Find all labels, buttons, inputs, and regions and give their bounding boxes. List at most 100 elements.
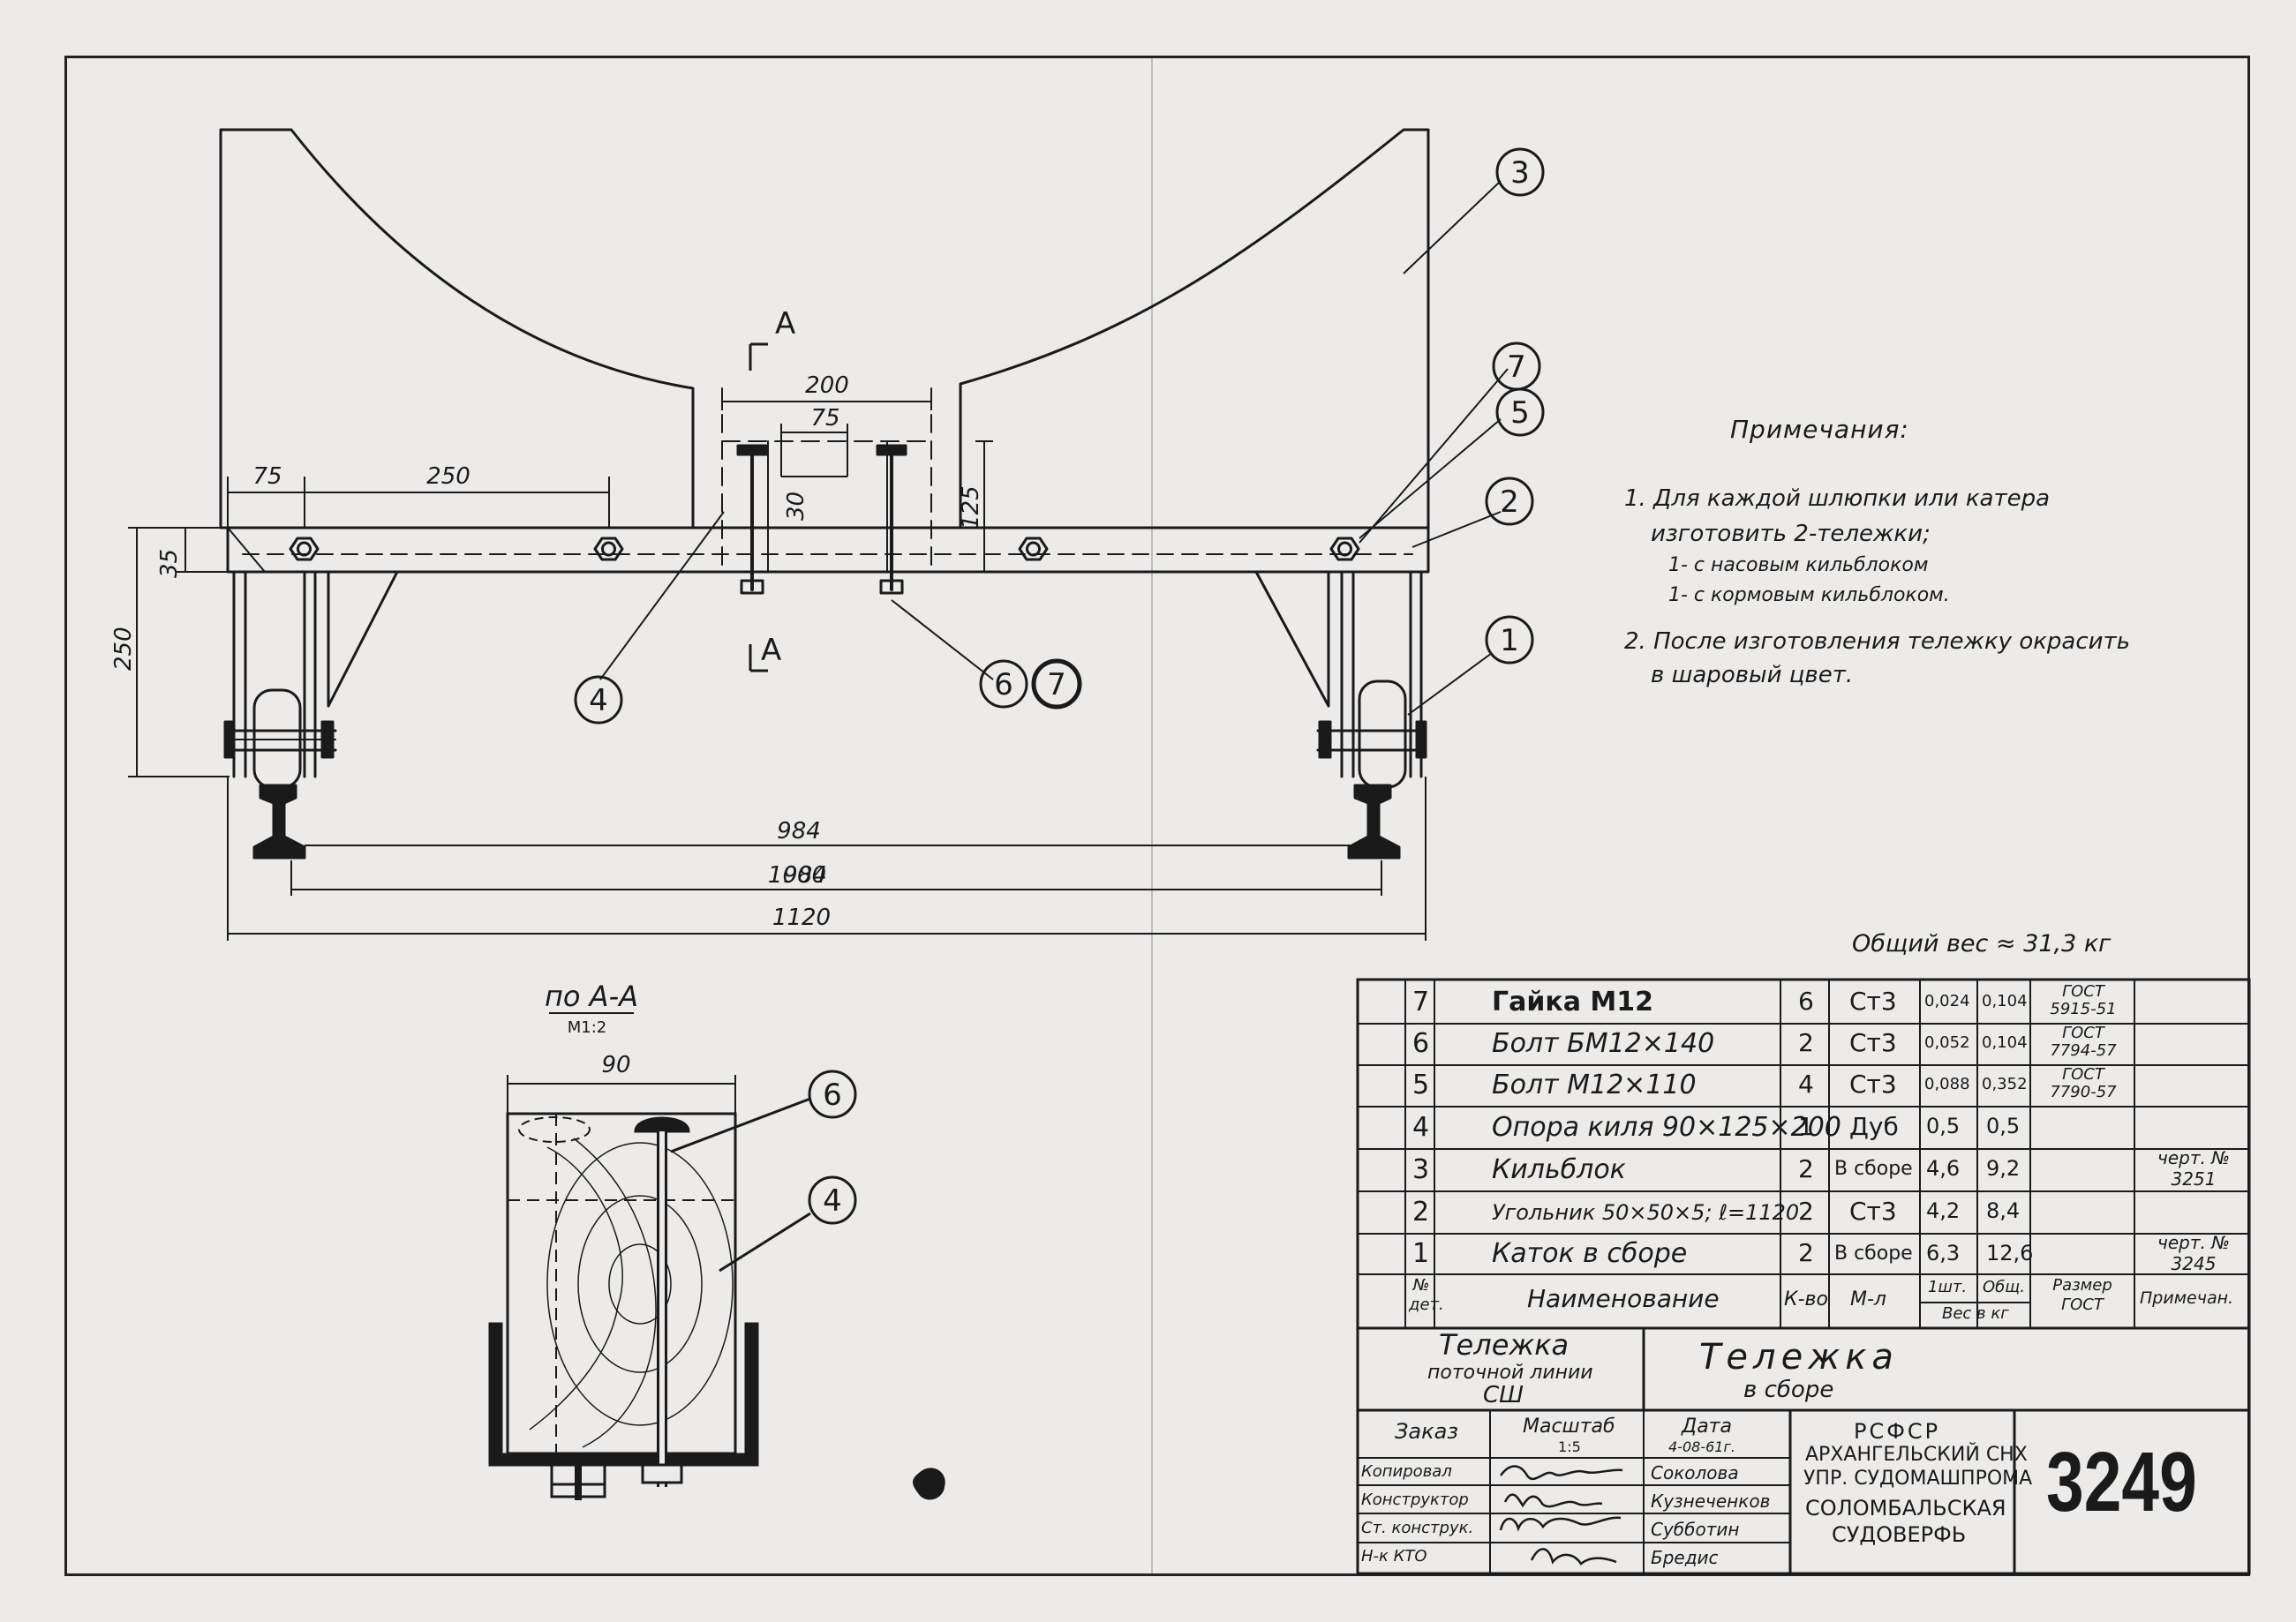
bom-row-7-qty: 2: [1798, 1238, 1814, 1267]
dim-125: 125: [958, 485, 984, 529]
note-line-5: 2. После изготовления тележку окрасить: [1624, 628, 2131, 655]
callout-4: [574, 675, 623, 725]
callout-7b: [1031, 658, 1082, 710]
bom-row-3-w2: 0,352: [1982, 1075, 2028, 1093]
main-subtitle: в сборе: [1743, 1377, 1834, 1403]
role-1: Копировал: [1361, 1462, 1452, 1481]
bom-row-4-qty: 1: [1798, 1112, 1814, 1141]
right-leg: [1340, 570, 1423, 778]
ink-blot: [913, 1468, 945, 1500]
org-line-3: УПР. СУДОМАШПРОМА: [1803, 1468, 2033, 1490]
bom-row-2-w1: 0,052: [1924, 1033, 1970, 1052]
signature-4: [1530, 1548, 1617, 1566]
callout-2: [1485, 477, 1534, 526]
bom-header-name: Наименование: [1527, 1284, 1720, 1313]
section-callout-6-label: 6: [823, 1078, 842, 1113]
left-leg: [232, 570, 317, 778]
section-callout-4: [808, 1175, 857, 1225]
bom-row-2-qty: 2: [1798, 1028, 1814, 1057]
bom-row-3-w1: 0,088: [1924, 1075, 1970, 1093]
callout-4-label: 4: [589, 683, 608, 718]
keel-block-outline-right: [959, 128, 1430, 529]
sheet-border: [64, 56, 2250, 1576]
bom-row-3-std: ГОСТ 7790-57: [2050, 1065, 2117, 1101]
callout-1: [1485, 615, 1534, 665]
notes-title: Примечания:: [1730, 415, 1909, 444]
keel-support: [721, 387, 932, 573]
bom-row-1-w2: 0,104: [1982, 992, 2028, 1010]
bom-row-5-qty: 2: [1798, 1154, 1814, 1183]
bom-row-6-note: черт. № 3245: [2157, 1232, 2230, 1274]
bom-row-6-mat: Ст3: [1849, 1197, 1897, 1226]
bom-row-5-mat: В сборе: [1834, 1158, 1913, 1180]
bom-row-4-note: черт. № 3251: [2157, 1147, 2230, 1190]
bom-row-6-qty: 2: [1798, 1197, 1814, 1226]
callout-7b-label: 7: [1047, 667, 1066, 702]
left-brace: [327, 570, 399, 708]
bom-header-weight: Вес в кг: [1942, 1304, 2009, 1323]
bom-row-4-w2: 0,5: [1986, 1114, 2021, 1138]
note-line-6: в шаровый цвет.: [1651, 662, 1854, 688]
bom-row-1-qty: 6: [1798, 987, 1814, 1016]
callout-5-label: 5: [1510, 395, 1530, 431]
section-bolt: [634, 1116, 690, 1133]
scale-value: 1:5: [1558, 1438, 1581, 1455]
bom-header-qty: К-во: [1784, 1288, 1828, 1310]
dim-35: 35: [156, 549, 183, 578]
org-line-4: СОЛОМБАЛЬСКАЯ: [1805, 1496, 2006, 1521]
bom-row-2-pos: 6: [1412, 1028, 1430, 1059]
scale-label: Масштаб: [1523, 1415, 1615, 1438]
right-brace: [1254, 570, 1330, 708]
bom-row-7-name: Каток в сборе: [1492, 1238, 1688, 1269]
callout-3-label: 3: [1510, 155, 1530, 191]
bom-row-7-w1: 6,3: [1926, 1241, 1961, 1265]
callout-7-label: 7: [1507, 349, 1526, 385]
drawing-number: 3249: [2046, 1435, 2197, 1529]
left-subtitle-2: СШ: [1483, 1382, 1524, 1408]
bom-header-pos: № дет.: [1409, 1276, 1444, 1314]
bom-row-2-std: ГОСТ 7794-57: [2050, 1024, 2117, 1060]
dim-90: 90: [601, 1052, 630, 1078]
bom-row-5-w1: 4,6: [1926, 1156, 1961, 1181]
dim-75-small: 75: [810, 405, 839, 432]
note-line-4: 1- с кормовым кильблоком.: [1668, 584, 1950, 606]
signature-1: [1499, 1465, 1623, 1481]
bom-header-w1: 1шт.: [1928, 1278, 1968, 1296]
bom-row-5-name: Кильблок: [1492, 1154, 1626, 1185]
left-rail: [252, 784, 306, 860]
right-rail: [1347, 784, 1401, 860]
bom-row-3-name: Болт М12×110: [1492, 1070, 1697, 1100]
bom-header-w2: Общ.: [1983, 1278, 2025, 1296]
bom-row-6-pos: 2: [1412, 1197, 1430, 1228]
dim-200: 200: [805, 372, 849, 399]
bom-row-2-w2: 0,104: [1982, 1033, 2028, 1052]
section-callout-4-label: 4: [823, 1183, 842, 1219]
dim-75: 75: [252, 463, 282, 490]
callout-6-label: 6: [994, 667, 1013, 702]
role-2: Конструктор: [1361, 1491, 1469, 1509]
keel-block-outline: [219, 128, 695, 529]
total-weight: Общий вес ≈ 31,3 кг: [1852, 930, 2112, 957]
signature-2: [1503, 1493, 1603, 1508]
org-line-2: АРХАНГЕЛЬСКИЙ СНХ: [1805, 1444, 2028, 1466]
bom-row-4-name: Опора киля 90×125×200: [1492, 1112, 1841, 1143]
date-value: 4-08-61г.: [1668, 1438, 1735, 1455]
bom-row-7-pos: 1: [1412, 1238, 1430, 1269]
section-scale: M1:2: [568, 1018, 607, 1037]
dim-1000-label: 1000: [768, 862, 826, 889]
bom-row-5-pos: 3: [1412, 1154, 1430, 1185]
bom-row-3-mat: Ст3: [1849, 1070, 1897, 1099]
role-4: Н-к КТО: [1361, 1547, 1427, 1566]
dim-250-vertical: 250: [110, 627, 137, 671]
bom-row-1-std: ГОСТ 5915-51: [2050, 982, 2117, 1018]
bom-row-2-mat: Ст3: [1849, 1028, 1897, 1057]
bom-row-3-pos: 5: [1412, 1070, 1430, 1100]
dim-250: 250: [426, 463, 470, 490]
bom-row-3-qty: 4: [1798, 1070, 1814, 1099]
bom-row-7-mat: В сборе: [1834, 1243, 1913, 1265]
dim-30: 30: [783, 492, 809, 521]
org-line-5: СУДОВЕРФЬ: [1832, 1522, 1967, 1547]
